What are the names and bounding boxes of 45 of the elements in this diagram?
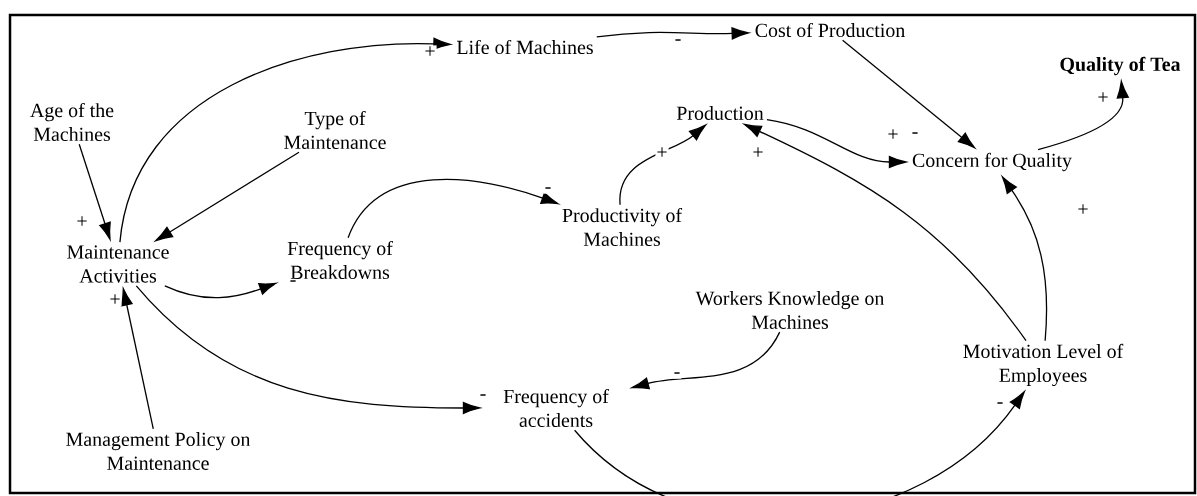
polarity-sign: + <box>655 146 669 160</box>
variable-label: Frequency of Breakdowns <box>287 240 393 280</box>
arrow <box>842 39 976 149</box>
variable-label: Management Policy on Maintenance <box>66 432 251 470</box>
polarity-sign: + <box>75 215 89 229</box>
polarity-sign: + <box>1076 203 1090 217</box>
polarity-sign: - <box>288 279 298 287</box>
polarity-sign: - <box>910 131 920 139</box>
polarity-sign: - <box>672 371 682 379</box>
variable-label: Maintenance Activities <box>67 245 169 283</box>
polarity-sign: + <box>423 45 437 59</box>
arrow <box>744 123 1027 342</box>
variable-label: Motivation Level of Employees <box>963 343 1124 387</box>
polarity-sign: + <box>108 293 122 307</box>
arrow <box>596 27 750 40</box>
variable-label: Age of the Machines <box>30 102 114 142</box>
variable-label: Quality of Tea <box>1060 56 1181 76</box>
variable-label: Productivity of Machines <box>562 207 683 247</box>
variable-label: Cost of Production <box>755 22 905 38</box>
arrow <box>164 282 277 299</box>
polarity-sign: - <box>673 38 683 46</box>
arrow <box>766 118 907 169</box>
variable-label: Production <box>676 106 764 120</box>
variable-label: Workers Knowledge on Machines <box>695 291 885 329</box>
polarity-sign: + <box>1096 91 1110 105</box>
arrow <box>619 124 707 206</box>
arrow <box>574 391 1025 496</box>
arrow <box>78 143 111 240</box>
polarity-sign: + <box>751 146 765 160</box>
arrow <box>1037 80 1129 151</box>
polarity-sign: - <box>995 401 1005 409</box>
variable-label: Life of Machines <box>457 39 593 55</box>
variable-label: Type of Maintenance <box>284 110 386 150</box>
arrow <box>135 285 481 415</box>
variable-label: Concern for Quality <box>912 152 1072 172</box>
polarity-sign: + <box>886 128 900 142</box>
polarity-sign: - <box>543 186 553 194</box>
polarity-sign: - <box>478 393 488 401</box>
variable-label: Frequency of accidents <box>503 388 609 428</box>
arrow <box>347 178 559 239</box>
arrow <box>631 331 781 390</box>
arrow <box>155 151 300 242</box>
arrow <box>120 288 154 430</box>
arrow <box>119 37 451 243</box>
arrow <box>1001 176 1048 342</box>
